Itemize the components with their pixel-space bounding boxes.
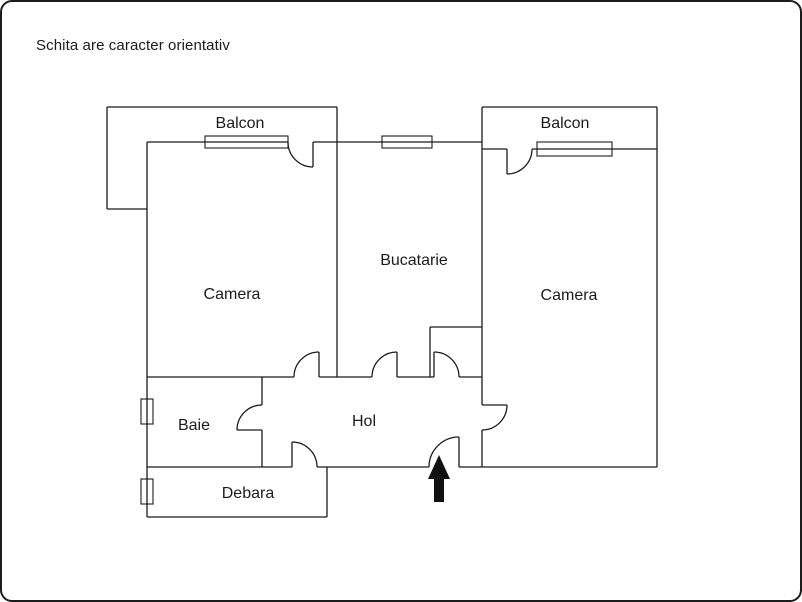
- door-leaves: [237, 142, 508, 467]
- room-label-hol: Hol: [352, 413, 376, 430]
- room-label-balcon-left: Balcon: [216, 115, 265, 132]
- window-symbol: [536, 141, 613, 157]
- room-label-balcon-right: Balcon: [541, 115, 590, 132]
- window-symbol: [381, 135, 433, 149]
- room-label-camera-left: Camera: [204, 286, 261, 303]
- entrance-arrow-icon: [428, 455, 450, 502]
- room-label-baie: Baie: [178, 417, 210, 434]
- window-symbol: [140, 478, 154, 505]
- window-symbol: [204, 135, 289, 149]
- window-symbol: [140, 398, 154, 425]
- door-arcs: [236, 141, 533, 468]
- window-symbols: [140, 135, 613, 505]
- room-label-camera-right: Camera: [541, 287, 598, 304]
- walls: [106, 106, 658, 518]
- room-label-bucatarie: Bucatarie: [380, 252, 448, 269]
- plan-disclaimer-text: Schita are caracter orientativ: [36, 37, 230, 54]
- room-label-debara: Debara: [222, 485, 275, 502]
